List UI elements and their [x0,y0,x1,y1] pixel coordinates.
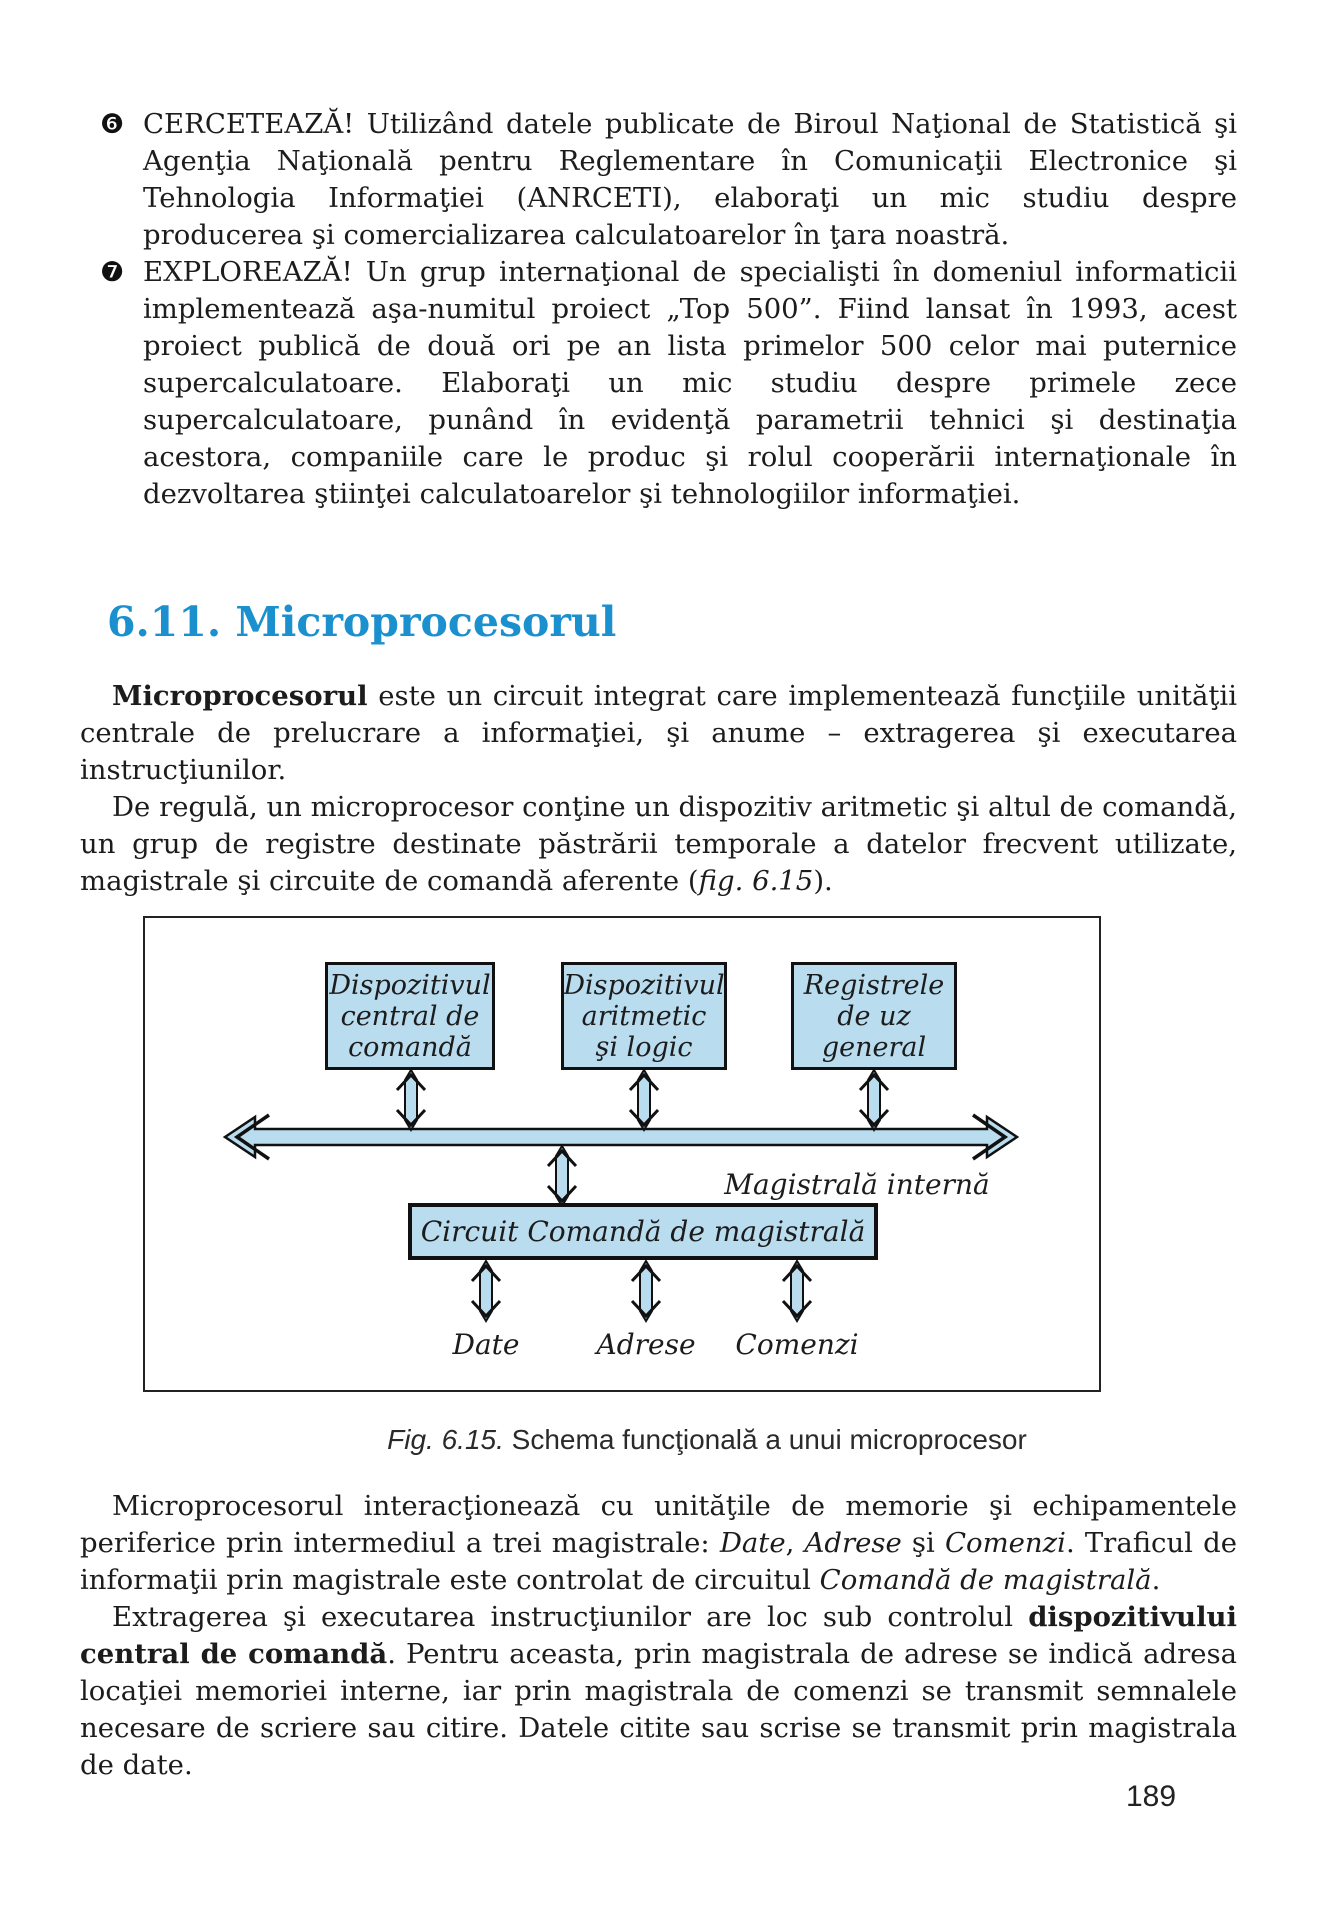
box-arithmetic-logic-unit: Dispozitivul aritmetic şi logic [561,962,727,1070]
internal-bus-arrow [222,1113,1020,1161]
bus-output-label-date: Date [452,1328,520,1361]
box-label: Circuit Comandă de magistrală [420,1215,866,1248]
body-paragraphs: Microprocesorul interacţionează cu unită… [80,1488,1237,1784]
box-bus-command-circuit: Circuit Comandă de magistrală [408,1203,878,1260]
task-item-6: ❻ CERCETEAZĂ! Utilizând datele publicate… [80,106,1237,254]
arrow-date [470,1259,502,1323]
box-label: Registrele de uz general [803,969,945,1063]
circled-six-icon: ❻ [100,109,125,140]
arrow-adrese [630,1259,662,1323]
paragraph: Microprocesorul este un circuit integrat… [80,680,1237,786]
box-central-command-unit: Dispozitivul central de comandă [325,962,495,1070]
box-general-registers: Registrele de uz general [791,962,957,1070]
page-number: 189 [1126,1780,1177,1813]
box-label: Dispozitivul aritmetic şi logic [563,969,725,1063]
task-list: ❻ CERCETEAZĂ! Utilizând datele publicate… [80,106,1237,513]
task-text: CERCETEAZĂ! Utilizând datele publicate d… [143,108,1237,251]
arrow-comenzi [781,1259,813,1323]
circled-seven-icon: ❼ [100,257,125,288]
task-item-7: ❼ EXPLOREAZĂ! Un grup internaţional de s… [80,254,1237,513]
arrow-bus-circuit [546,1144,578,1208]
paragraph: De regulă, un microprocesor conţine un d… [80,791,1238,897]
intro-paragraphs: Microprocesorul este un circuit integrat… [80,678,1237,900]
paragraph: Extragerea şi executarea instrucţiunilor… [80,1601,1237,1781]
section-heading: 6.11. Microprocesorul [107,598,617,646]
internal-bus-label: Magistrală internă [724,1168,990,1201]
bus-output-label-adrese: Adrese [596,1328,696,1361]
task-text: EXPLOREAZĂ! Un grup internaţional de spe… [143,256,1237,510]
arrow-alu-bus [628,1068,660,1132]
box-label: Dispozitivul central de comandă [329,969,491,1063]
figure-frame: Dispozitivul central de comandă Dispozit… [143,916,1101,1392]
figure-caption: Fig. 6.15. Schema funcţională a unui mic… [387,1424,1027,1455]
paragraph: Microprocesorul interacţionează cu unită… [80,1490,1237,1596]
bus-output-label-comenzi: Comenzi [735,1328,859,1361]
diagram-arrows [222,1068,1020,1323]
arrow-registers-bus [858,1068,890,1132]
arrow-ccu-bus [395,1068,427,1132]
